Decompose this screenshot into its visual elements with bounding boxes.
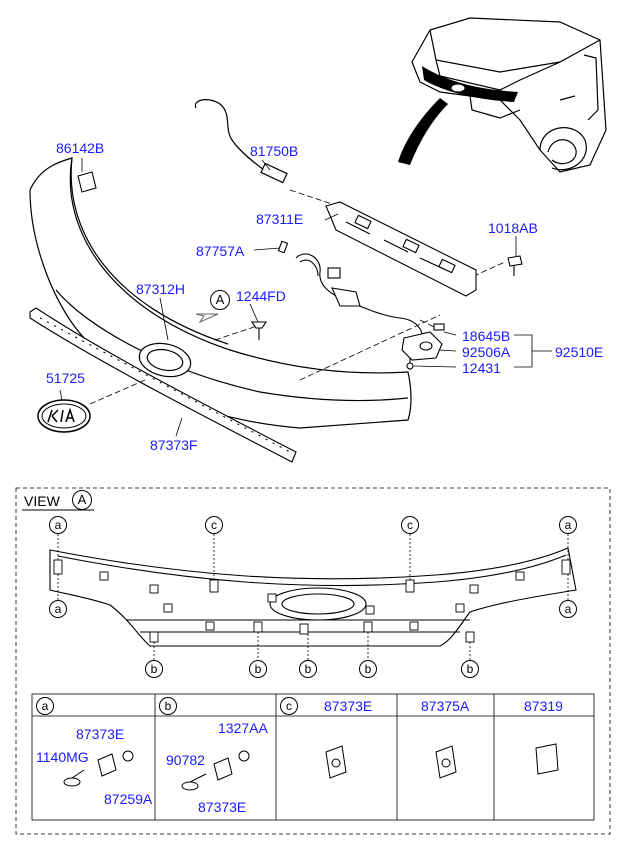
view-a-frame [15, 487, 611, 835]
clip-marker-a: a [559, 516, 577, 534]
view-title-marker: A [72, 490, 92, 510]
view-a-arrow [195, 313, 219, 324]
molding-strip [29, 307, 297, 463]
clip-leaders [57, 534, 569, 660]
wire-harness [295, 253, 423, 343]
legend-b-top: 1327AA [218, 720, 268, 736]
legend-header-e: 87319 [524, 698, 563, 714]
part-1244FD: 1244FD [236, 288, 286, 304]
assembly-lines [89, 189, 506, 405]
clip-marker-b: b [461, 660, 479, 678]
legend-part-a [63, 750, 134, 787]
part-12431: 12431 [462, 360, 501, 376]
legend-a-top: 87373E [76, 726, 125, 742]
car-emblem-outline [450, 83, 466, 93]
legend-key-c: c [280, 697, 298, 715]
part-87373F: 87373F [150, 437, 198, 453]
clip-marker-b: b [359, 660, 377, 678]
license-lamp [401, 323, 445, 370]
clip-marker-b: b [249, 660, 267, 678]
legend-b-left: 90782 [166, 752, 205, 768]
garnish-highlight-strip [422, 66, 518, 102]
clip-marker-a: a [49, 600, 67, 618]
legend-table [31, 693, 595, 821]
switch-harness [194, 99, 288, 184]
legend-part-d [435, 745, 457, 779]
legend-part-b [181, 750, 250, 791]
part-92506A: 92506A [462, 344, 511, 360]
fasteners [77, 171, 523, 340]
legend-a-bottom: 87259A [104, 791, 153, 807]
inner-garnish-view [49, 547, 577, 647]
part-18645B: 18645B [462, 328, 511, 344]
legend-header-d: 87375A [421, 698, 470, 714]
clip-marker-b: b [299, 660, 317, 678]
part-87311E: 87311E [256, 211, 304, 227]
part-87312H: 87312H [136, 281, 186, 297]
clip-marker-a: a [49, 516, 67, 534]
part-81750B: 81750B [250, 143, 299, 159]
callout-arrow [398, 98, 448, 165]
clip-marker-c: c [401, 516, 419, 534]
legend-a-left: 1140MG [36, 749, 89, 765]
kia-emblem [37, 399, 91, 433]
part-86142B: 86142B [56, 140, 105, 156]
legend-header-c: 87373E [324, 698, 373, 714]
legend-part-c [325, 745, 347, 779]
legend-key-b: b [159, 697, 177, 715]
leader-lines [59, 158, 552, 437]
clip-marker-a: a [559, 600, 577, 618]
clip-marker-b: b [145, 660, 163, 678]
legend-b-bottom: 87373E [198, 799, 247, 815]
view-title: VIEW [24, 493, 60, 509]
part-92510E: 92510E [555, 344, 604, 360]
part-1018AB: 1018AB [488, 220, 538, 236]
clip-marker-c: c [205, 516, 223, 534]
part-87757A: 87757A [196, 243, 245, 259]
legend-part-e [535, 743, 559, 775]
part-51725: 51725 [46, 370, 85, 386]
tailgate-garnish-panel [29, 157, 412, 429]
legend-key-a: a [36, 697, 54, 715]
license-bracket [325, 201, 477, 297]
view-a-marker: A [210, 290, 230, 310]
